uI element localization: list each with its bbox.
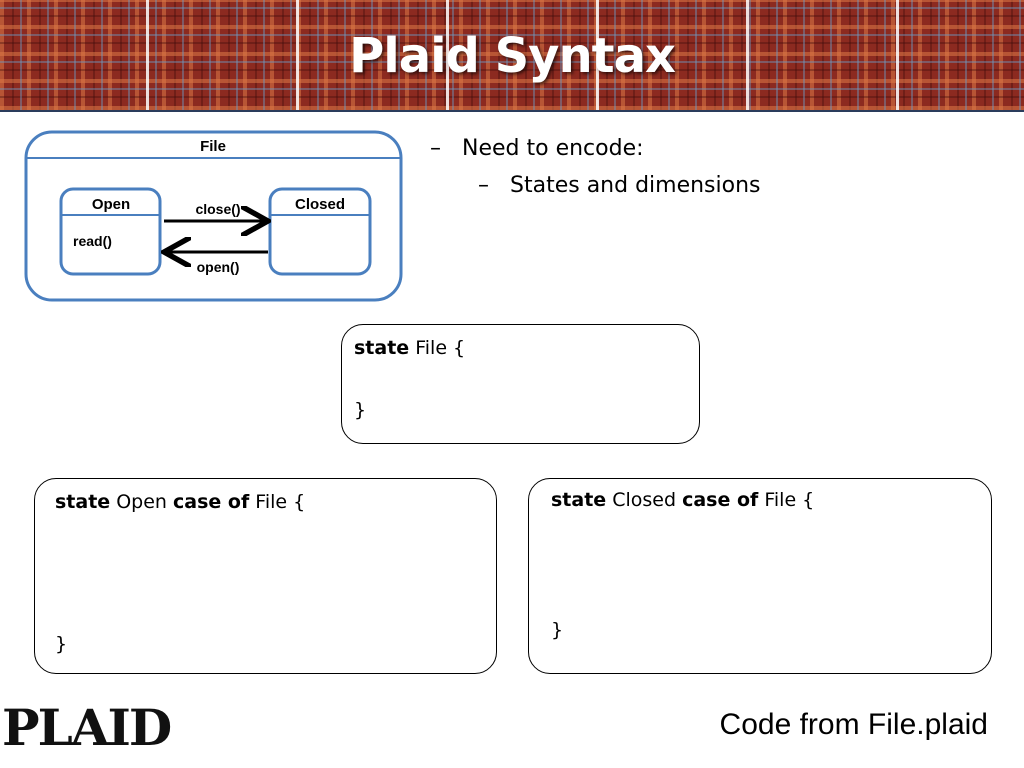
code-box-file: state File { } (341, 324, 700, 444)
bullet-list: – Need to encode: – States and dimension… (430, 136, 761, 210)
code-text: File { (409, 337, 466, 359)
open-state-label: Open (92, 196, 130, 213)
code-line: } (354, 399, 366, 421)
file-state-label: File (200, 138, 226, 155)
code-text: Open (110, 491, 174, 513)
code-line: state Closed case of File { (551, 489, 814, 511)
code-line: } (551, 619, 563, 641)
slide-title: Plaid Syntax (349, 28, 676, 84)
footer-note: Code from File.plaid (719, 708, 988, 741)
state-diagram: File Open read() Closed close() open() (24, 130, 403, 302)
keyword-case-of: case of (173, 491, 250, 513)
code-text: Closed (606, 489, 683, 511)
closing-brace: } (354, 399, 367, 421)
code-text: File { (249, 491, 306, 513)
close-transition-label: close() (195, 201, 240, 217)
code-line: } (55, 633, 67, 655)
keyword-state: state (354, 337, 410, 359)
bullet-dash: – (430, 136, 441, 161)
open-state-box (59, 187, 162, 276)
keyword-case-of: case of (682, 489, 759, 511)
keyword-state: state (551, 489, 607, 511)
code-box-open: state Open case of File { } (34, 478, 497, 674)
open-transition-label: open() (197, 259, 240, 275)
closed-state-label: Closed (295, 196, 345, 213)
bullet-text: States and dimensions (510, 173, 761, 198)
closing-brace: } (55, 633, 68, 655)
keyword-state: state (55, 491, 111, 513)
code-box-closed: state Closed case of File { } (528, 478, 992, 674)
code-line: state Open case of File { (55, 491, 305, 513)
open-state-method: read() (73, 233, 112, 249)
bullet-dash: – (478, 173, 489, 198)
plaid-banner (0, 0, 1024, 112)
bullet-text: Need to encode: (462, 136, 644, 161)
closing-brace: } (551, 619, 564, 641)
code-text: File { (758, 489, 815, 511)
code-line: state File { (354, 337, 465, 359)
plaid-logo: PLAID (2, 698, 172, 757)
bullet-item: – States and dimensions (478, 173, 761, 198)
bullet-item: – Need to encode: (430, 136, 761, 161)
